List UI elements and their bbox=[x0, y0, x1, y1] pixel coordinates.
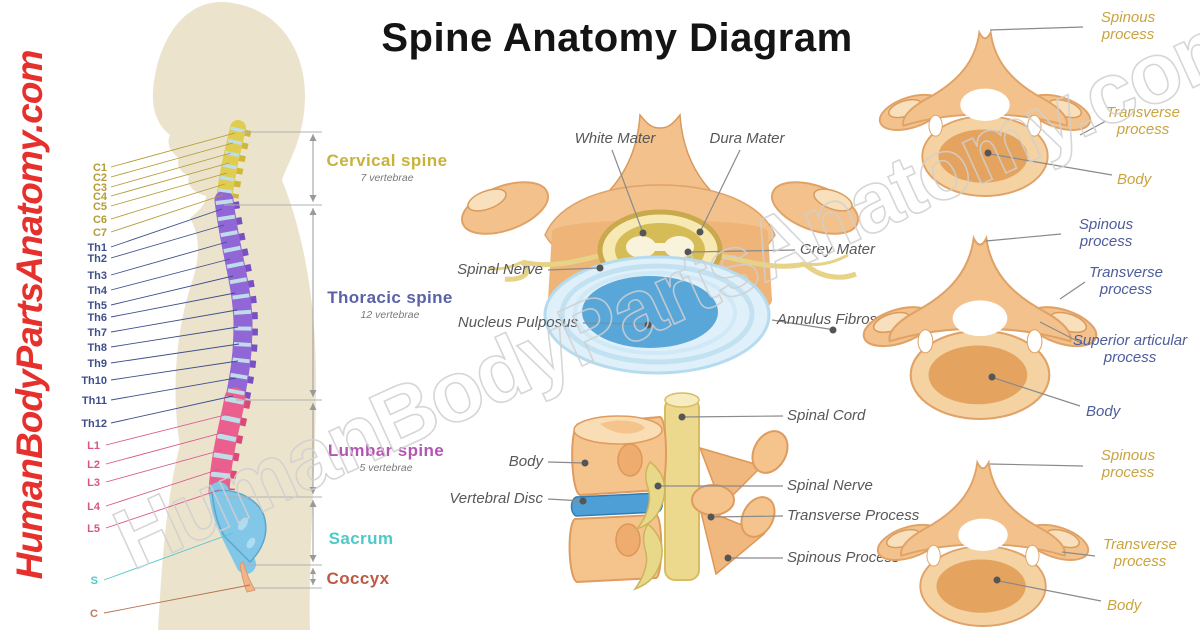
label-c: C bbox=[90, 608, 98, 620]
label-annulus-fibrosus: Annulus Fibrosus bbox=[776, 311, 893, 328]
vertebra-bottom-labels: Spinous process Transverse process Body bbox=[989, 447, 1177, 614]
label-body-top: Body bbox=[1117, 171, 1153, 188]
label-th5: Th5 bbox=[87, 300, 107, 312]
label-l1: L1 bbox=[87, 440, 100, 452]
lumbar-spine-segment bbox=[208, 387, 246, 503]
cervical-vertebra-labels: C1 C2 C3 C4 C5 C6 C7 bbox=[93, 132, 236, 239]
thoracic-spine-segment bbox=[214, 190, 253, 408]
dimension-arrows bbox=[309, 134, 317, 585]
thoracic-vertebra-top-view bbox=[857, 237, 1103, 421]
label-spinous-process-top: Spinous bbox=[1101, 9, 1156, 26]
section-title-sacrum: Sacrum bbox=[329, 529, 394, 548]
label-grey-mater: Grey Mater bbox=[800, 241, 876, 258]
label-white-mater: White Mater bbox=[575, 130, 657, 147]
label-th8: Th8 bbox=[87, 342, 107, 354]
label-s: S bbox=[91, 575, 98, 587]
label-c6: C6 bbox=[93, 214, 107, 226]
spine-process-layer bbox=[225, 129, 259, 491]
label-transverse-process-bottom: Transverse bbox=[1103, 536, 1177, 553]
cervical-vertebra-top-view bbox=[874, 31, 1096, 197]
label-th6: Th6 bbox=[87, 312, 107, 324]
label-th7: Th7 bbox=[87, 327, 107, 339]
coccyx-bone bbox=[239, 561, 256, 593]
section-title-lumbar: Lumbar spine bbox=[328, 441, 444, 460]
vertebra-top-labels: Spinous process Transverse process Body bbox=[984, 9, 1180, 188]
label-th12: Th12 bbox=[81, 418, 107, 430]
label-body-bottom: Body bbox=[1107, 597, 1143, 614]
label-th9: Th9 bbox=[87, 358, 107, 370]
label-c7: C7 bbox=[93, 227, 107, 239]
vertebra-cross-section-illustration bbox=[461, 113, 859, 375]
label-body-middle: Body bbox=[1086, 403, 1122, 420]
label-spinous-process-bottom: Spinous bbox=[1101, 447, 1156, 464]
section-subtitle-lumbar: 5 vertebrae bbox=[359, 462, 412, 474]
svg-text:process: process bbox=[1079, 233, 1133, 250]
sacral-foramen bbox=[237, 517, 249, 531]
label-dura-mater: Dura Mater bbox=[709, 130, 785, 147]
label-spinous-process: Spinous Process bbox=[787, 549, 900, 566]
label-c2: C2 bbox=[93, 172, 107, 184]
lumbar-vertebra-labels: L1 L2 L3 L4 L5 bbox=[87, 413, 230, 535]
cross-section-labels: White Mater Dura Mater Spinal Nerve Grey… bbox=[457, 130, 893, 334]
svg-text:process: process bbox=[1101, 26, 1155, 43]
section-title-coccyx: Coccyx bbox=[327, 569, 390, 588]
label-l4: L4 bbox=[87, 501, 101, 513]
label-th1: Th1 bbox=[87, 242, 107, 254]
label-c4: C4 bbox=[93, 191, 108, 203]
vertebrae-lateral-illustration bbox=[568, 392, 789, 591]
label-spinal-cord: Spinal Cord bbox=[787, 407, 866, 424]
page-title: Spine Anatomy Diagram bbox=[381, 16, 853, 60]
svg-text:process: process bbox=[1101, 464, 1155, 481]
label-transverse-process-top: Transverse bbox=[1106, 104, 1180, 121]
label-c3: C3 bbox=[93, 182, 107, 194]
thoracic-vertebra-labels: Th1 Th2 Th3 Th4 Th5 Th6 Th7 Th8 Th9 Th10… bbox=[81, 208, 240, 430]
label-th2: Th2 bbox=[87, 253, 107, 265]
svg-text:process: process bbox=[1113, 553, 1167, 570]
side-watermark-text: HumanBodyPartsAnatomy.com bbox=[9, 50, 50, 580]
label-c1: C1 bbox=[93, 162, 107, 174]
label-superior-articular-process: Superior articular bbox=[1073, 332, 1188, 349]
label-th11: Th11 bbox=[82, 395, 107, 407]
section-subtitle-thoracic: 12 vertebrae bbox=[361, 309, 420, 321]
vertebra-middle-labels: Spinous process Transverse process Super… bbox=[985, 216, 1188, 420]
lumbar-vertebra-top-view bbox=[872, 461, 1094, 627]
label-spinous-process-middle: Spinous bbox=[1079, 216, 1134, 233]
label-spinal-nerve-lateral: Spinal Nerve bbox=[787, 477, 873, 494]
svg-text:process: process bbox=[1103, 349, 1157, 366]
label-nucleus-pulposus: Nucleus Pulposus bbox=[458, 314, 579, 331]
sacral-foramen bbox=[246, 537, 256, 549]
section-title-cervical: Cervical spine bbox=[327, 151, 448, 170]
label-th10: Th10 bbox=[81, 375, 107, 387]
label-l2: L2 bbox=[87, 459, 100, 471]
section-title-thoracic: Thoracic spine bbox=[327, 288, 453, 307]
section-subtitle-cervical: 7 vertebrae bbox=[360, 172, 413, 184]
disc-stripes bbox=[209, 126, 252, 493]
label-th3: Th3 bbox=[87, 270, 107, 282]
label-transverse-process-middle: Transverse bbox=[1089, 264, 1163, 281]
label-transverse-process: Transverse Process bbox=[787, 507, 920, 524]
svg-text:process: process bbox=[1099, 281, 1153, 298]
label-l5: L5 bbox=[87, 523, 100, 535]
label-spinal-nerve: Spinal Nerve bbox=[457, 261, 543, 278]
coccyx-label: C bbox=[90, 584, 251, 620]
label-c5: C5 bbox=[93, 201, 107, 213]
sacrum-label: S bbox=[91, 532, 234, 587]
label-vertebral-disc: Vertebral Disc bbox=[449, 490, 543, 507]
label-body: Body bbox=[509, 453, 545, 470]
section-boundary-lines bbox=[221, 131, 322, 589]
label-l3: L3 bbox=[87, 477, 100, 489]
svg-text:process: process bbox=[1116, 121, 1170, 138]
lateral-view-labels: Spinal Cord Body Spinal Nerve Vertebral … bbox=[449, 407, 919, 566]
label-th4: Th4 bbox=[87, 285, 107, 297]
